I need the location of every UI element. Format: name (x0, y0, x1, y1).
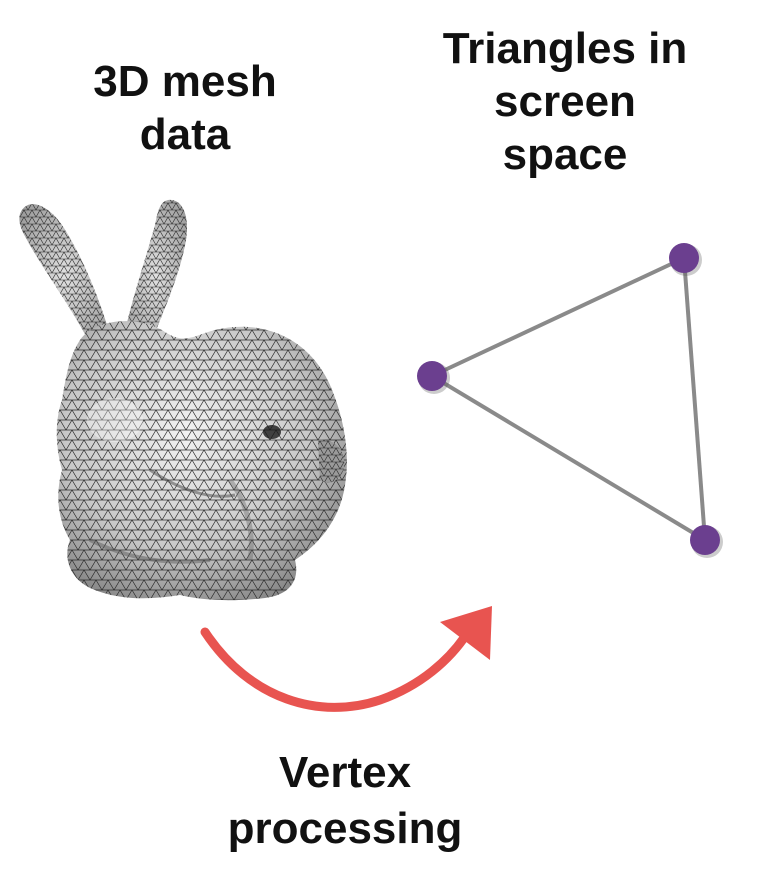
vertex-processing-label-line-1: Vertex (278, 748, 412, 797)
triangle-vertex (669, 243, 699, 273)
triangle-vertex (417, 361, 447, 391)
screen-space-label-line-3: space (502, 130, 628, 179)
triangle-edge (430, 374, 707, 542)
triangle-edges (430, 256, 707, 542)
triangle-vertices (417, 243, 723, 558)
screen-space-label: Triangles in screen space (400, 22, 730, 181)
screen-space-label-line-1: Triangles in (442, 24, 688, 73)
mesh-data-label: 3D mesh data (55, 55, 315, 161)
triangle-edge (682, 257, 707, 541)
triangle-vertex (690, 525, 720, 555)
mesh-data-label-line-1: 3D mesh (93, 57, 277, 106)
mesh-data-label-line-2: data (139, 110, 231, 159)
vertex-processing-label-line-2: processing (227, 804, 463, 853)
vertex-processing-label: Vertex processing (185, 745, 505, 857)
triangle-edge (431, 256, 685, 378)
screen-space-label-line-2: screen (494, 77, 636, 126)
